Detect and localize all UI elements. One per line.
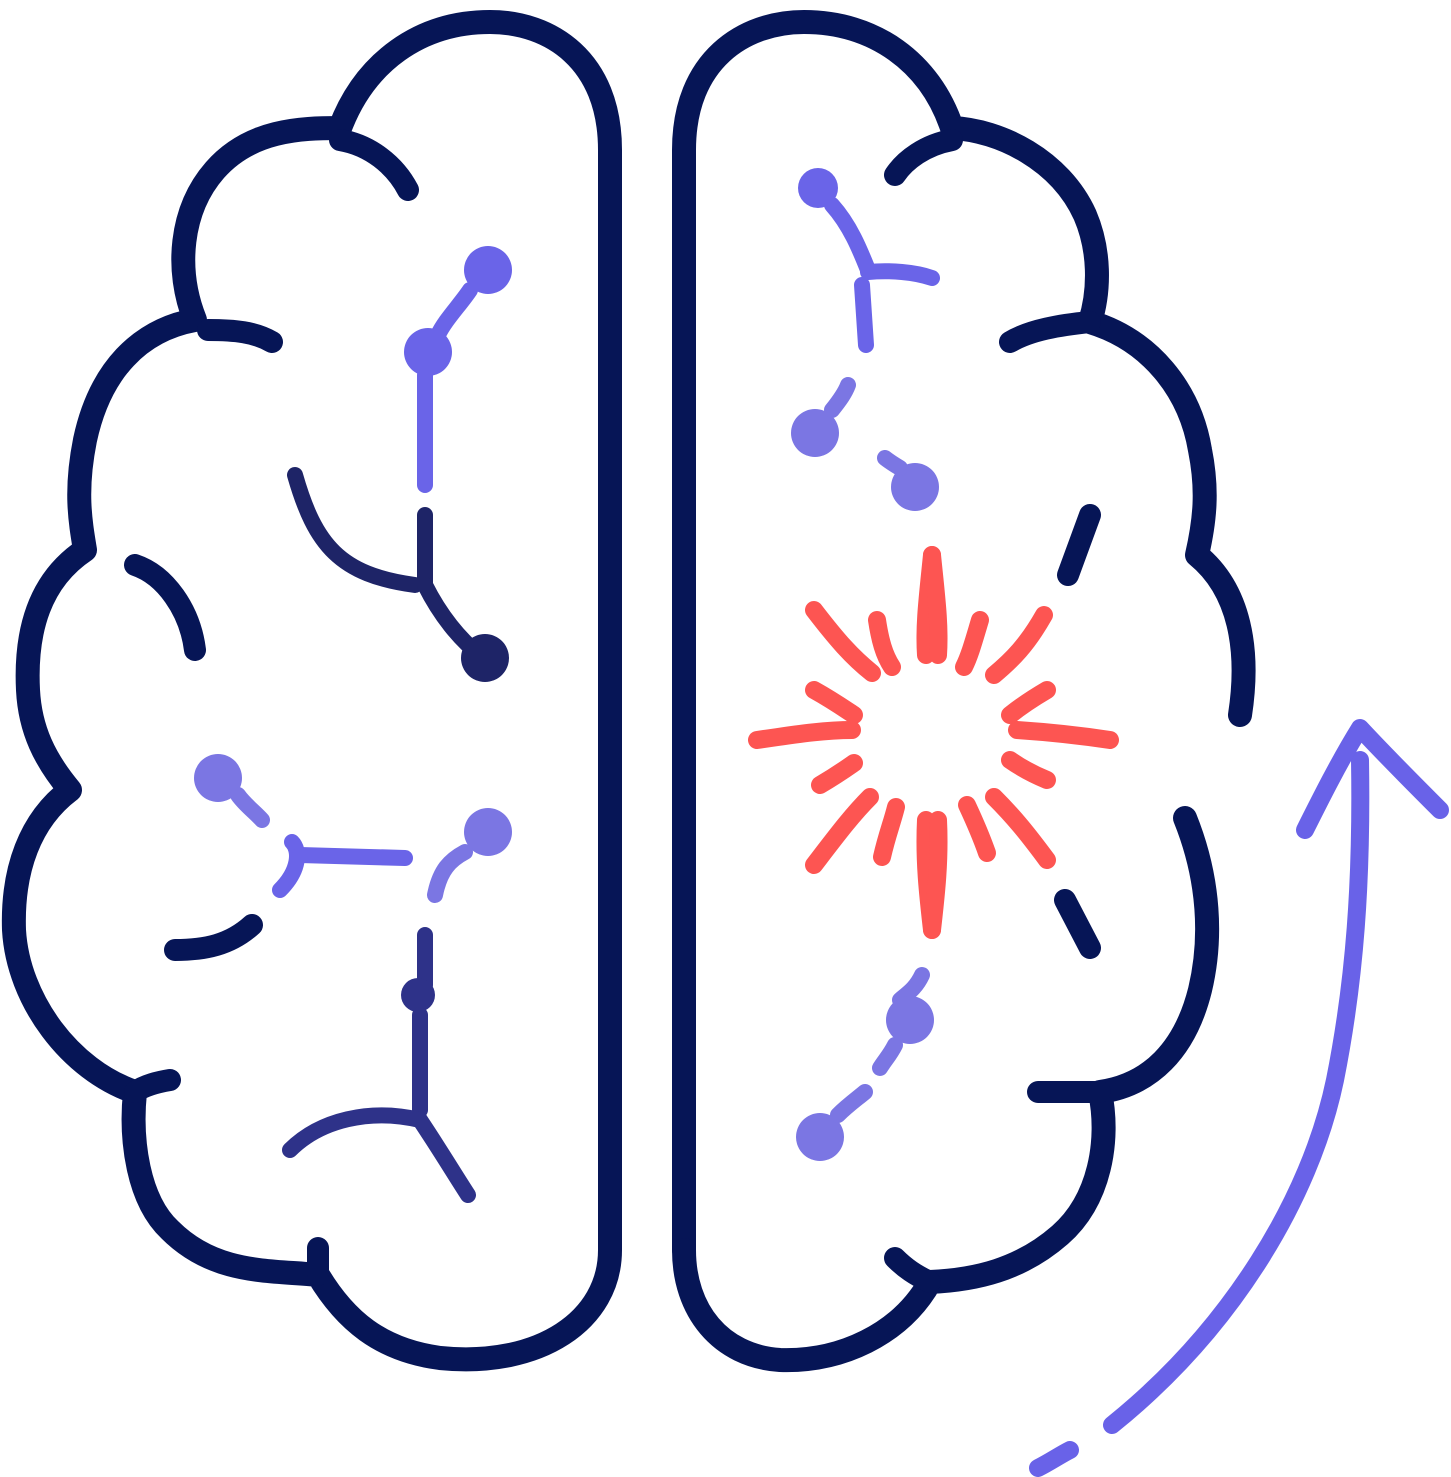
neuron-icon-left-dark (287, 467, 509, 682)
fold-right-dash-2 (1054, 889, 1101, 959)
fold-right-upper (999, 311, 1101, 353)
curved-arrow-up-icon (1029, 719, 1449, 1477)
brain-right-lower-outline (672, 806, 1220, 1373)
brain-left-hemisphere-icon (1, 10, 622, 1372)
neuron-icon-left-top (404, 246, 512, 493)
fold-left-top (329, 129, 419, 201)
fold-right-bottom (884, 1247, 941, 1293)
fold-left-middle (124, 554, 206, 661)
spark-burst-icon (748, 546, 1119, 939)
neuron-icon-right-lower (796, 967, 934, 1161)
neuron-icon-left-lower (194, 754, 512, 903)
neuron-icon-left-bottom (282, 927, 476, 1203)
neuron-icon-right-top (798, 168, 940, 353)
neuron-icon-right-upper (791, 377, 939, 511)
fold-left-lower (164, 914, 263, 961)
fold-right-top (884, 129, 963, 186)
brain-right-hemisphere-icon (672, 10, 1256, 1262)
fold-right-dash-1 (1057, 504, 1101, 586)
fold-left-upper (197, 319, 283, 353)
fold-left-bottom (124, 1069, 181, 1103)
